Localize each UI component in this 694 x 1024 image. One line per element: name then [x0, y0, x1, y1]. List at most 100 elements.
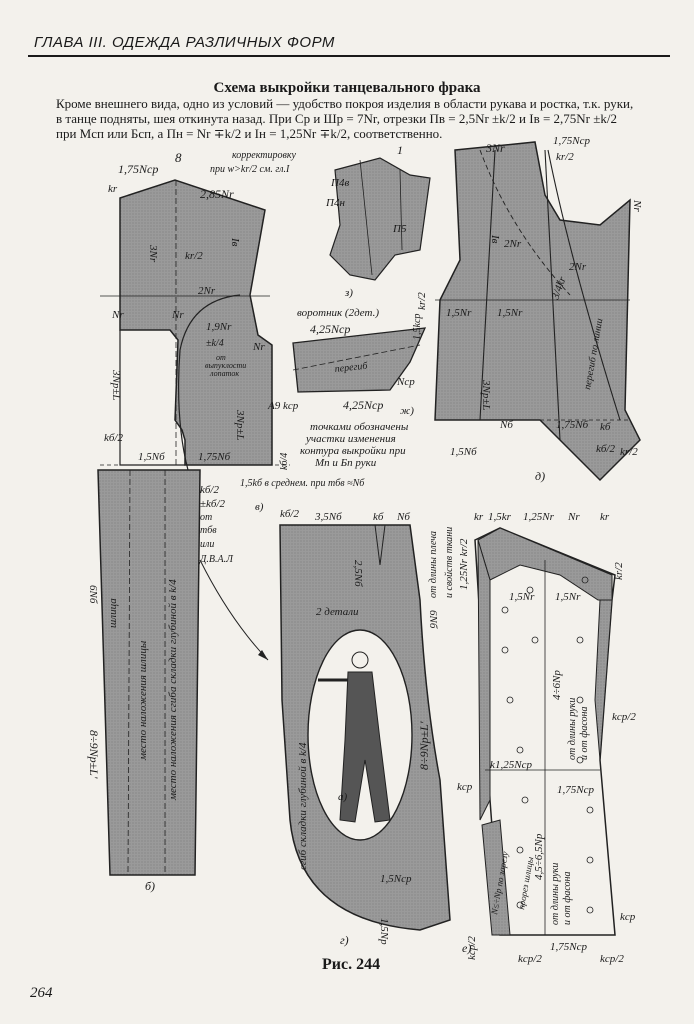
header-rule [28, 55, 670, 57]
pieces-label: 4,25Nср [343, 398, 383, 412]
back-label: kr/2 [416, 292, 428, 310]
tail-label: б) [145, 879, 155, 893]
sleeve-label: 1,5Nr [509, 591, 535, 603]
intro-paragraph: Кроме внешнего вида, одно из условий — у… [56, 96, 646, 141]
back-label: kr/2 [620, 446, 638, 458]
pieces-label: kср [283, 400, 299, 412]
front-label: от [216, 353, 226, 362]
pieces-label: П5 [392, 223, 407, 235]
sleeve-label: и от фасона [562, 872, 573, 925]
front-label: 3Nr [147, 244, 159, 263]
back-label: 1,5kср [412, 314, 423, 340]
front-label: 2,85Nr [200, 187, 234, 201]
front-label: 1,75Nср [118, 162, 158, 176]
sleeve-label: kср/2 [600, 953, 624, 965]
sleeve-label: 1,75Nср [557, 784, 594, 796]
sleeve-label: 4÷6Nр [551, 670, 563, 700]
skirt-piece [279, 524, 451, 931]
sleeve-label: е) [462, 941, 471, 955]
sleeve-label: kср [457, 781, 473, 793]
back-label: 1,75Nср [553, 135, 590, 147]
front-label: kб/2 [200, 484, 219, 496]
back-label: 2Nr [569, 261, 587, 273]
front-label: или [200, 539, 214, 550]
front-label: выпуклости [205, 361, 246, 370]
skirt-label: а) [338, 791, 348, 803]
front-label: 2Nr [198, 285, 216, 297]
front-label: Nr [252, 341, 265, 353]
front-label: 1,5Nб [138, 451, 165, 463]
sleeve-label: Nr [567, 511, 580, 523]
tail-label: место наложения сгиба складки глубиной в… [167, 579, 179, 801]
front-label: при w>kr/2 см. гл.I [210, 164, 290, 175]
front-label: 3Nр±L [234, 409, 246, 441]
front-label: лопаток [209, 369, 239, 378]
sleeve-label: 4,5÷6,5Nр [533, 833, 545, 880]
skirt-label: 1,5Nср [380, 873, 412, 885]
sleeve-label: kr [600, 511, 610, 523]
front-label: ±kб/2 [200, 498, 226, 510]
front-label: Nr [111, 309, 124, 321]
sleeve-label: k [490, 759, 496, 771]
front-label: корректировку [232, 150, 297, 161]
pieces-label: з) [344, 287, 353, 299]
front-label: в) [255, 501, 264, 513]
pieces-label: А9 [267, 400, 281, 412]
tail-label: место наложения шлицы [137, 640, 149, 761]
skirt-label: г) [340, 933, 349, 947]
chapter-header: ГЛАВА III. ОДЕЖДА РАЗЛИЧНЫХ ФОРМ [34, 34, 335, 51]
skirt-label: от длины плеча [428, 531, 439, 598]
pieces-label: Мп и Бп руки [314, 457, 377, 469]
skirt-label: и свойств ткани [444, 527, 455, 598]
sleeve-label: kср/2 [612, 711, 636, 723]
page-number: 264 [30, 985, 53, 1001]
pieces-label: 4,25Nср [310, 322, 350, 336]
front-label: mбв [200, 525, 217, 536]
figure-caption: Рис. 244 [322, 956, 381, 973]
skirt-label: 2 детали [316, 606, 359, 618]
back-label: 1,5Nr [497, 307, 523, 319]
skirt-label: сгиб складки глубиной в k/4 [297, 742, 309, 870]
sleeve-label: 1,25Nr kr/2 [458, 538, 470, 590]
sleeve-label: 1,25Nср [495, 759, 532, 771]
pieces-label: воротник (2дет.) [297, 307, 379, 319]
sleeve-label: 1,75Nср [550, 941, 587, 953]
front-label: 3Nр±L [110, 369, 122, 401]
back-label: 2Nr [504, 238, 522, 250]
back-label: kб/2 [596, 443, 615, 455]
sleeve-label: kср/2 [518, 953, 542, 965]
sleeve-piece [474, 527, 616, 936]
front-label: 1,5kб в среднем. при mбв ≈Nб [240, 478, 365, 489]
tail-label: 8÷9Nр±L' [87, 730, 101, 779]
pieces-label: ж) [400, 405, 414, 417]
back-label: Nr [631, 199, 643, 212]
skirt-label: kб/2 [280, 508, 299, 520]
back-label: kб [600, 421, 611, 433]
sleeve-label: kср/2 [466, 936, 478, 960]
pieces-label: 1 [397, 143, 403, 157]
front-label: 1,9Nr [206, 321, 232, 333]
back-label: kr/2 [556, 151, 574, 163]
front-label: kr/2 [185, 250, 203, 262]
pieces-label: П4н [325, 197, 345, 209]
front-label: 1,75Nб [198, 451, 231, 463]
skirt-label: 1,5Nр [378, 918, 390, 945]
pieces-label: точками обозначены [310, 421, 409, 433]
front-label: kr [108, 183, 118, 195]
sleeve-label: kср [620, 911, 636, 923]
back-label: 3Nr [485, 141, 505, 155]
sleeve-head-pieces [329, 157, 431, 281]
front-label: kб/4 [279, 453, 290, 470]
tail-piece [97, 469, 269, 876]
intro-line: в танце подняты, шея откинута назад. При… [56, 111, 617, 126]
front-label: от [200, 512, 212, 523]
figure-title: Схема выкройки танцевального фрака [213, 80, 481, 96]
sleeve-label: от длины руки [550, 863, 561, 925]
sleeve-label: и от фасона [579, 707, 590, 760]
back-label: 1,5Nr [446, 307, 472, 319]
pieces-label: Nср [396, 376, 415, 388]
